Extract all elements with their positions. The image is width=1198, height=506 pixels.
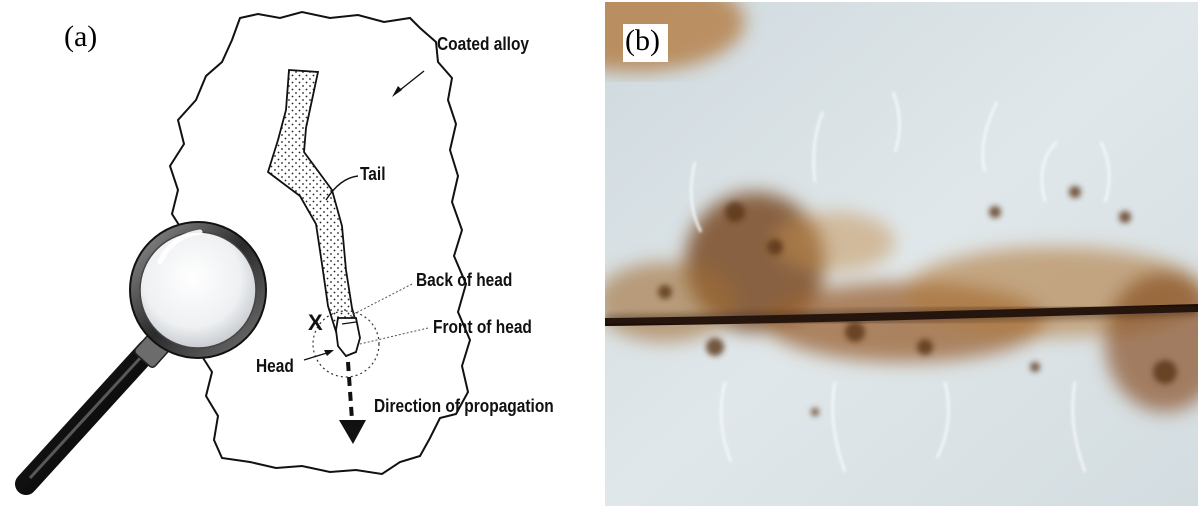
- back-of-head-label: Back of head: [416, 270, 512, 291]
- schematic-drawing: [0, 0, 600, 506]
- head-label: Head: [256, 356, 294, 377]
- x-mark: X: [308, 310, 323, 336]
- schematic-panel: (a) Coated alloy Tail Back of head Front…: [0, 0, 600, 506]
- front-of-head-label: Front of head: [433, 317, 532, 338]
- coated-alloy-label: Coated alloy: [437, 34, 529, 55]
- corrosion-photo-panel: (b): [605, 2, 1198, 506]
- direction-label: Direction of propagation: [374, 396, 554, 417]
- panel-b-tag: (b): [623, 24, 668, 62]
- corrosion-photo: [605, 2, 1198, 506]
- panel-a-tag: (a): [64, 22, 97, 52]
- tail-label: Tail: [360, 164, 386, 185]
